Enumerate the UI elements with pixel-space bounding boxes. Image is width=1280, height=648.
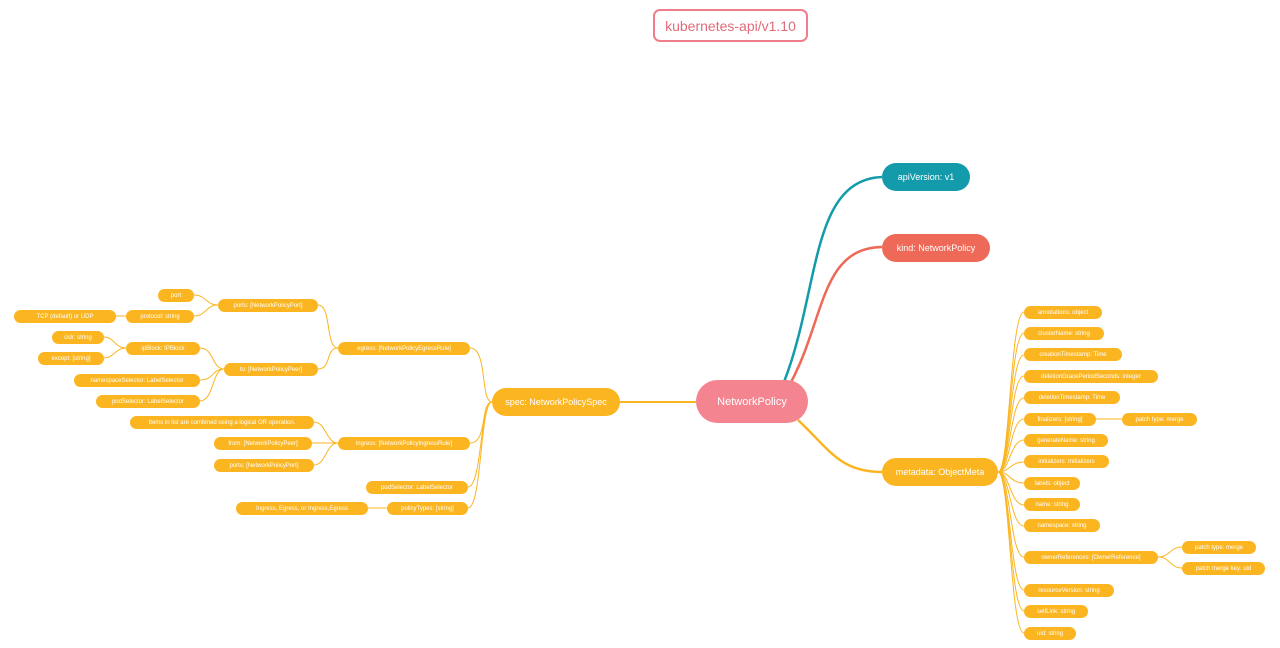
ip-block-except[interactable]: except: [string]	[38, 352, 104, 365]
spec-egress[interactable]: egress: [NetworkPolicyEgressRule]	[338, 342, 470, 355]
spec-policy-types[interactable]: policyTypes: [string]	[387, 502, 468, 515]
ingress-note[interactable]: Items in list are combined using a logic…	[130, 416, 314, 429]
meta-namespace[interactable]: namespace: string	[1024, 519, 1100, 532]
egress-protocol[interactable]: protocol: string	[126, 310, 194, 323]
peer-pod-selector[interactable]: podSelector: LabelSelector	[96, 395, 200, 408]
egress-to[interactable]: to: [NetworkPolicyPeer]	[224, 363, 318, 376]
page-title: kubernetes-api/v1.10	[653, 9, 808, 42]
meta-cluster-name[interactable]: clusterName: string	[1024, 327, 1104, 340]
link-root-kind	[788, 245, 883, 385]
egress-ports[interactable]: ports: [NetworkPolicyPort]	[218, 299, 318, 312]
meta-owner-patch-type[interactable]: patch type: merge	[1182, 541, 1256, 554]
policy-types-note[interactable]: Ingress, Egress, or Ingress,Egress	[236, 502, 368, 515]
ingress-from[interactable]: from: [NetworkPolicyPeer]	[214, 437, 312, 450]
meta-resource-version[interactable]: resourceVersion: string	[1024, 584, 1114, 597]
peer-ip-block[interactable]: ipBlock: IPBlock	[126, 342, 200, 355]
meta-generate-name[interactable]: generateName: string	[1024, 434, 1108, 447]
meta-deletion-grace[interactable]: deletionGracePeriodSeconds: integer	[1024, 370, 1158, 383]
meta-labels[interactable]: labels: object	[1024, 477, 1080, 490]
meta-creation-timestamp[interactable]: creationTimestamp: Time	[1024, 348, 1122, 361]
metadata-links	[997, 311, 1183, 634]
root-node[interactable]: NetworkPolicy	[696, 380, 808, 423]
meta-owner-references[interactable]: ownerReferences: [OwnerReference]	[1024, 551, 1158, 564]
meta-owner-patch-key[interactable]: patch merge key: uid	[1182, 562, 1265, 575]
kind-node[interactable]: kind: NetworkPolicy	[882, 234, 990, 262]
peer-namespace-selector[interactable]: namespaceSelector: LabelSelector	[74, 374, 200, 387]
meta-finalizers-patch[interactable]: patch type: merge	[1122, 413, 1197, 426]
egress-protocol-note[interactable]: TCP (default) or UDP	[14, 310, 116, 323]
meta-self-link[interactable]: selfLink: string	[1024, 605, 1088, 618]
meta-annotations[interactable]: annotations: object	[1024, 306, 1102, 319]
egress-port[interactable]: port	[158, 289, 194, 302]
meta-name[interactable]: name: string	[1024, 498, 1080, 511]
ip-block-cidr[interactable]: cidr: string	[52, 331, 104, 344]
meta-initializers[interactable]: initializers: Initializers	[1024, 455, 1109, 468]
meta-finalizers[interactable]: finalizers: [string]	[1024, 413, 1096, 426]
apiversion-node[interactable]: apiVersion: v1	[882, 163, 970, 191]
spec-links	[103, 294, 493, 509]
link-root-apiversion	[782, 175, 883, 383]
spec-ingress[interactable]: ingress: [NetworkPolicyIngressRule]	[338, 437, 470, 450]
metadata-node[interactable]: metadata: ObjectMeta	[882, 458, 998, 486]
link-root-metadata	[797, 419, 883, 474]
ingress-ports[interactable]: ports: [NetworkPolicyPort]	[214, 459, 314, 472]
spec-pod-selector[interactable]: podSelector: LabelSelector	[366, 481, 468, 494]
meta-uid[interactable]: uid: string	[1024, 627, 1076, 640]
spec-node[interactable]: spec: NetworkPolicySpec	[492, 388, 620, 416]
meta-deletion-timestamp[interactable]: deletionTimestamp: Time	[1024, 391, 1120, 404]
